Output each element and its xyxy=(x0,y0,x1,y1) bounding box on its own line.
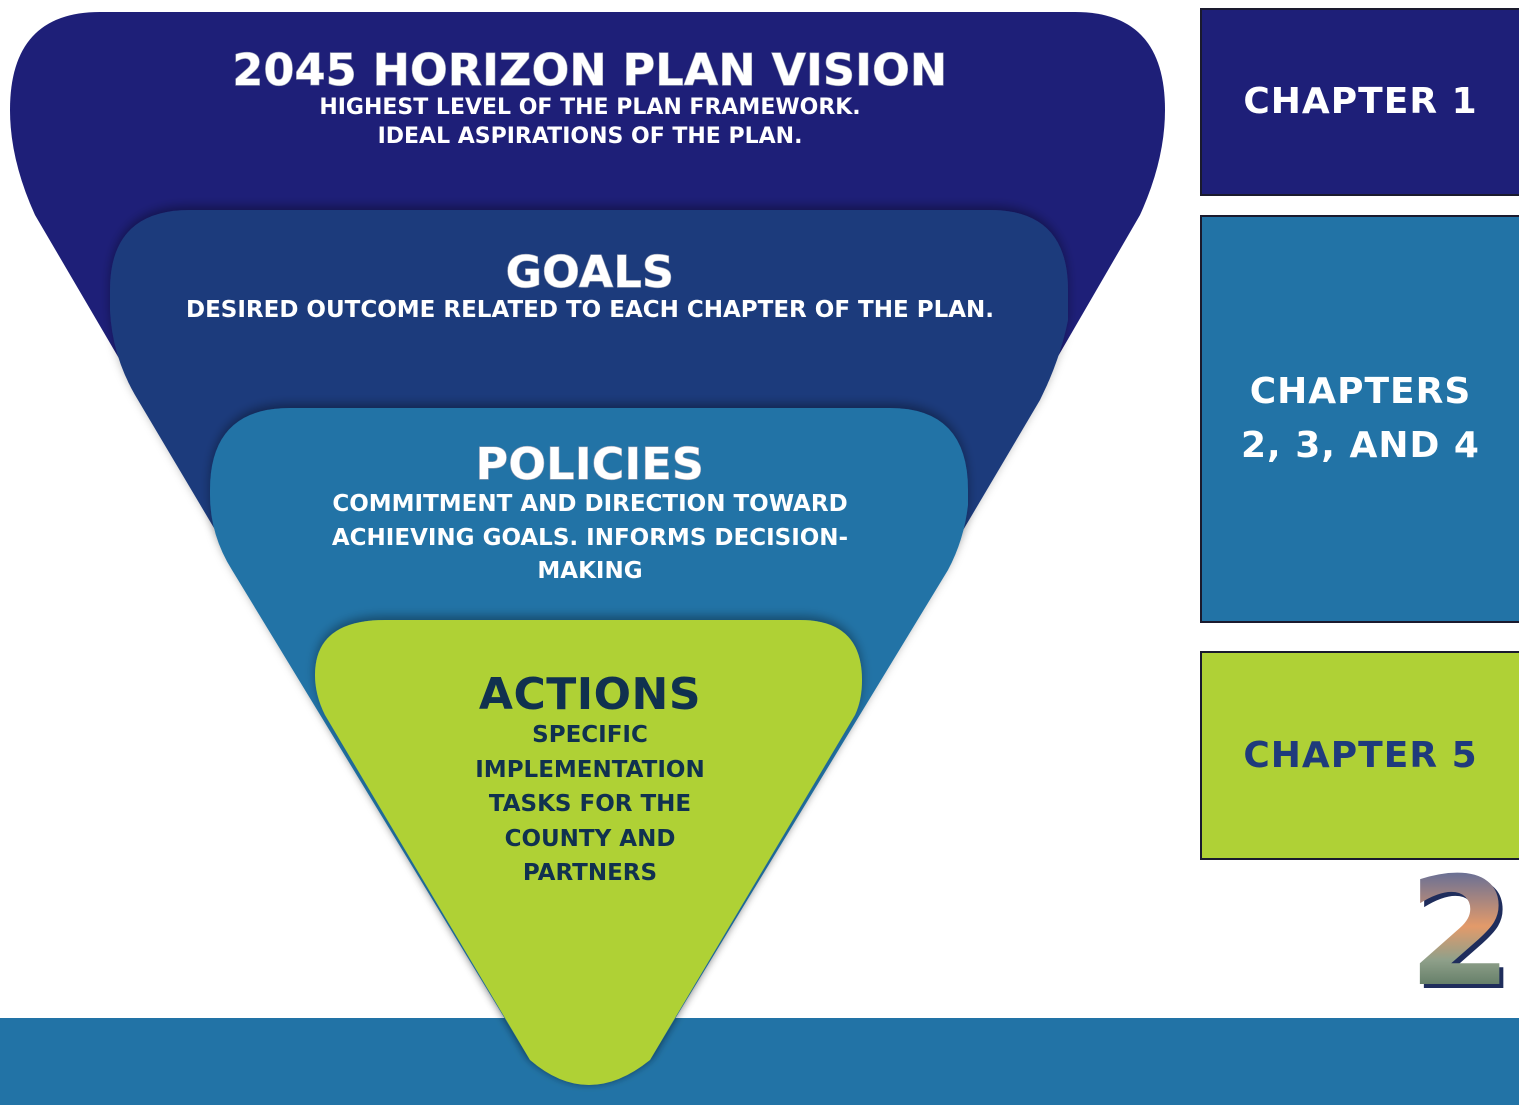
tier-goals: GOALS DESIRED OUTCOME RELATED TO EACH CH… xyxy=(130,247,1050,326)
tier-goals-description: DESIRED OUTCOME RELATED TO EACH CHAPTER … xyxy=(185,297,995,324)
tier-policies: POLICIES COMMITMENT AND DIRECTION TOWARD… xyxy=(290,439,890,588)
tier-actions-title: ACTIONS xyxy=(478,669,702,720)
chapter-1-label: CHAPTER 1 xyxy=(1243,81,1478,122)
chapter-box-2-3-4: CHAPTERS 2, 3, AND 4 xyxy=(1200,215,1519,623)
chapters-2-3-4-label: CHAPTERS 2, 3, AND 4 xyxy=(1241,371,1480,466)
tier-actions-shape xyxy=(315,620,862,1085)
tier-actions-description: SPECIFIC IMPLEMENTATION TASKS FOR THE CO… xyxy=(475,722,705,887)
chapter-box-1: CHAPTER 1 xyxy=(1200,8,1519,196)
chapter-5-label: CHAPTER 5 xyxy=(1243,734,1478,776)
chapter-box-5: CHAPTER 5 xyxy=(1200,651,1519,860)
tier-vision: 2045 HORIZON PLAN VISION HIGHEST LEVEL O… xyxy=(150,45,1030,151)
tier-goals-title: GOALS xyxy=(505,247,675,298)
tier-policies-title: POLICIES xyxy=(475,439,705,490)
tier-vision-title: 2045 HORIZON PLAN VISION xyxy=(232,45,948,96)
tier-vision-description: HIGHEST LEVEL OF THE PLAN FRAMEWORK. IDE… xyxy=(319,95,861,149)
tier-policies-description: COMMITMENT AND DIRECTION TOWARD ACHIEVIN… xyxy=(331,491,849,584)
horizon-logo-icon: 20 20 xyxy=(1408,866,1519,1000)
footer-band xyxy=(0,1018,1519,1105)
tier-actions: ACTIONS SPECIFIC IMPLEMENTATION TASKS FO… xyxy=(460,669,720,891)
